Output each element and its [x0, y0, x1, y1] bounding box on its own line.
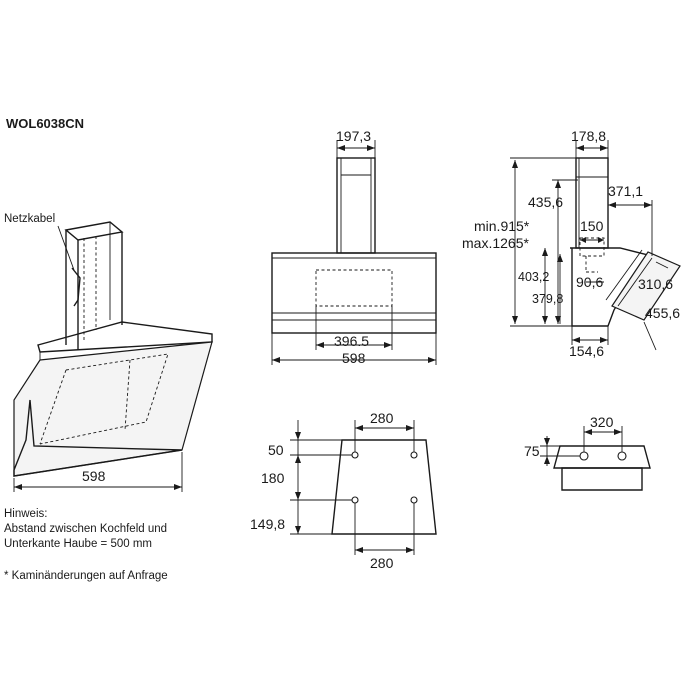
dim-side-chimney: 178,8 — [571, 128, 607, 144]
dim-side-h2: 379,8 — [532, 292, 564, 306]
dim-height-min: min.915* — [474, 218, 530, 234]
dim-top-offset: 75 — [524, 443, 540, 459]
footnote: * Kaminänderungen auf Anfrage — [4, 570, 168, 582]
dim-mount-bottom: 149,8 — [250, 516, 286, 532]
dim-top-spacing: 320 — [590, 414, 614, 430]
dim-side-offset: 435,6 — [528, 194, 564, 210]
dim-perspective-width: 598 — [82, 468, 106, 484]
dim-glass-1: 310,6 — [638, 276, 674, 292]
perspective-view — [13, 221, 213, 492]
dim-mount-vertical: 180 — [261, 470, 285, 486]
dim-side-h1: 403,2 — [518, 270, 550, 284]
dim-side-outlet-offset: 90,6 — [576, 274, 604, 290]
note-line-2: Abstand zwischen Kochfeld und — [4, 523, 168, 535]
model-title: WOL6038CN — [6, 116, 85, 131]
side-view — [510, 140, 681, 351]
dim-mount-bottom-spacing: 280 — [370, 555, 394, 571]
dim-front-inner: 396.5 — [334, 333, 370, 349]
dim-front-chimney: 197,3 — [336, 128, 372, 144]
dim-side-depth: 371,1 — [608, 183, 644, 199]
note-line-1: Hinweis: — [4, 508, 48, 520]
dim-mount-offset: 50 — [268, 442, 284, 458]
dim-side-bottom: 154,6 — [569, 343, 605, 359]
dim-side-outlet: 150 — [580, 218, 604, 234]
dim-mount-top: 280 — [370, 410, 394, 426]
front-view — [271, 140, 437, 365]
dim-height-max: max.1265* — [462, 235, 529, 251]
dim-front-width: 598 — [342, 350, 366, 366]
cable-label: Netzkabel — [4, 213, 56, 225]
top-view — [540, 426, 651, 491]
note-line-3: Unterkante Haube = 500 mm — [4, 538, 152, 550]
dim-glass-2: 455,6 — [645, 305, 681, 321]
mounting-view — [290, 420, 437, 555]
